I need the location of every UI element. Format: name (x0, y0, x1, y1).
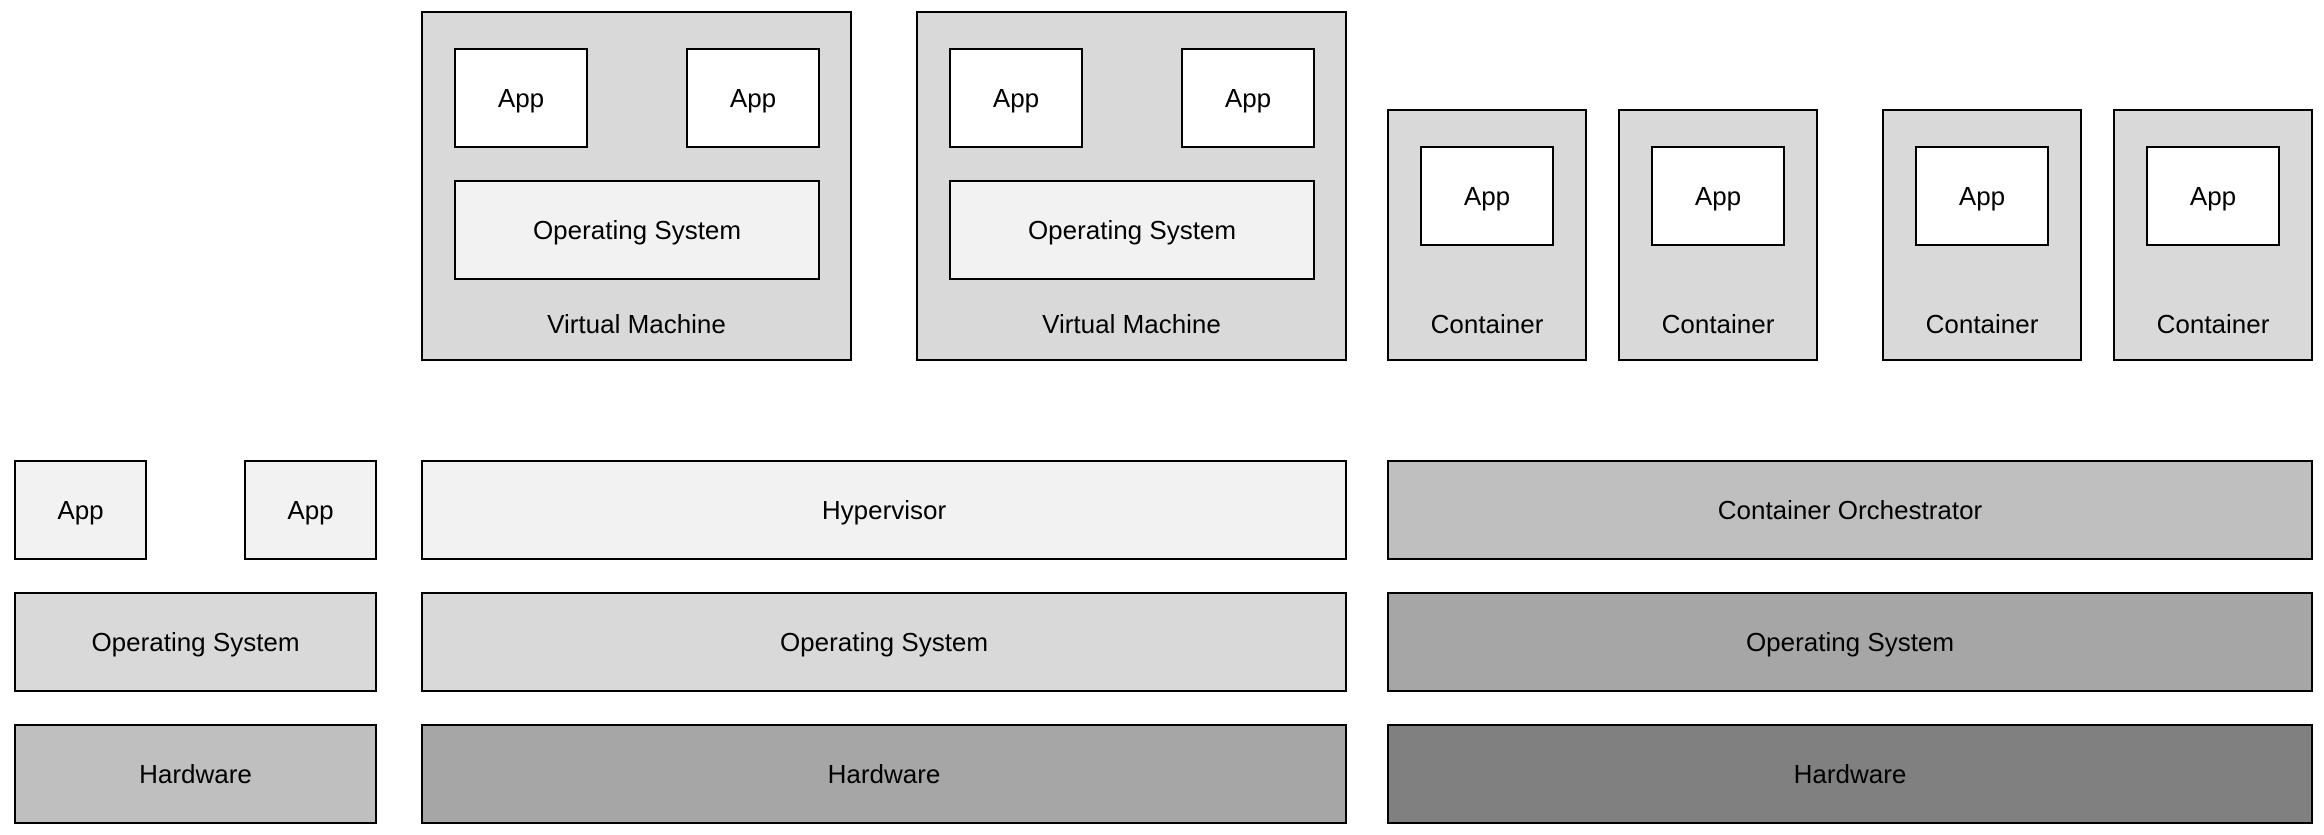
container-3-caption: Container (1925, 308, 2039, 339)
container-1: App Container (1387, 109, 1587, 361)
vm-host-operating-system-label: Operating System (779, 626, 989, 657)
bare-hardware-label: Hardware (139, 758, 252, 789)
container-2-app-label: App (1694, 180, 1742, 211)
vm-2-caption: Virtual Machine (1042, 308, 1221, 339)
vm-2-app-2: App (1181, 48, 1315, 148)
vm-2-operating-system-label: Operating System (1027, 214, 1237, 245)
container-1-app-label: App (1463, 180, 1511, 211)
container-host-hardware: Hardware (1387, 724, 2313, 824)
container-host-hardware-label: Hardware (1793, 758, 1907, 789)
container-4-app-label: App (2189, 180, 2237, 211)
vm-1-app-1-label: App (497, 82, 545, 113)
vm-2-operating-system: Operating System (949, 180, 1315, 280)
bare-operating-system: Operating System (14, 592, 377, 692)
vm-host-operating-system: Operating System (421, 592, 1347, 692)
bare-app-2: App (244, 460, 377, 560)
vm-1-app-2-label: App (729, 82, 777, 113)
container-1-caption: Container (1430, 308, 1544, 339)
container-2-app: App (1651, 146, 1785, 246)
container-host-operating-system-label: Operating System (1745, 626, 1955, 657)
container-1-app: App (1420, 146, 1554, 246)
vm-1-caption: Virtual Machine (547, 308, 726, 339)
container-4-app: App (2146, 146, 2280, 246)
vm-2-app-1: App (949, 48, 1083, 148)
vm-host-hardware: Hardware (421, 724, 1347, 824)
bare-operating-system-label: Operating System (91, 626, 300, 657)
vm-2-app-2-label: App (1224, 82, 1272, 113)
bare-app-1-label: App (57, 494, 104, 525)
container-3-app-label: App (1958, 180, 2006, 211)
container-2: App Container (1618, 109, 1818, 361)
hypervisor-label: Hypervisor (821, 494, 947, 525)
container-4-caption: Container (2156, 308, 2270, 339)
container-host-operating-system: Operating System (1387, 592, 2313, 692)
hypervisor: Hypervisor (421, 460, 1347, 560)
vm-1-operating-system-label: Operating System (532, 214, 742, 245)
bare-hardware: Hardware (14, 724, 377, 824)
virtual-machine-1: App App Operating System Virtual Machine (421, 11, 852, 361)
container-orchestrator: Container Orchestrator (1387, 460, 2313, 560)
container-orchestrator-label: Container Orchestrator (1717, 494, 1983, 525)
container-2-caption: Container (1661, 308, 1775, 339)
container-4: App Container (2113, 109, 2313, 361)
vm-1-operating-system: Operating System (454, 180, 820, 280)
container-3-app: App (1915, 146, 2049, 246)
bare-app-2-label: App (287, 494, 334, 525)
bare-app-1: App (14, 460, 147, 560)
vm-1-app-2: App (686, 48, 820, 148)
vm-host-hardware-label: Hardware (827, 758, 941, 789)
virtual-machine-2: App App Operating System Virtual Machine (916, 11, 1347, 361)
container-3: App Container (1882, 109, 2082, 361)
vm-1-app-1: App (454, 48, 588, 148)
vm-2-app-1-label: App (992, 82, 1040, 113)
